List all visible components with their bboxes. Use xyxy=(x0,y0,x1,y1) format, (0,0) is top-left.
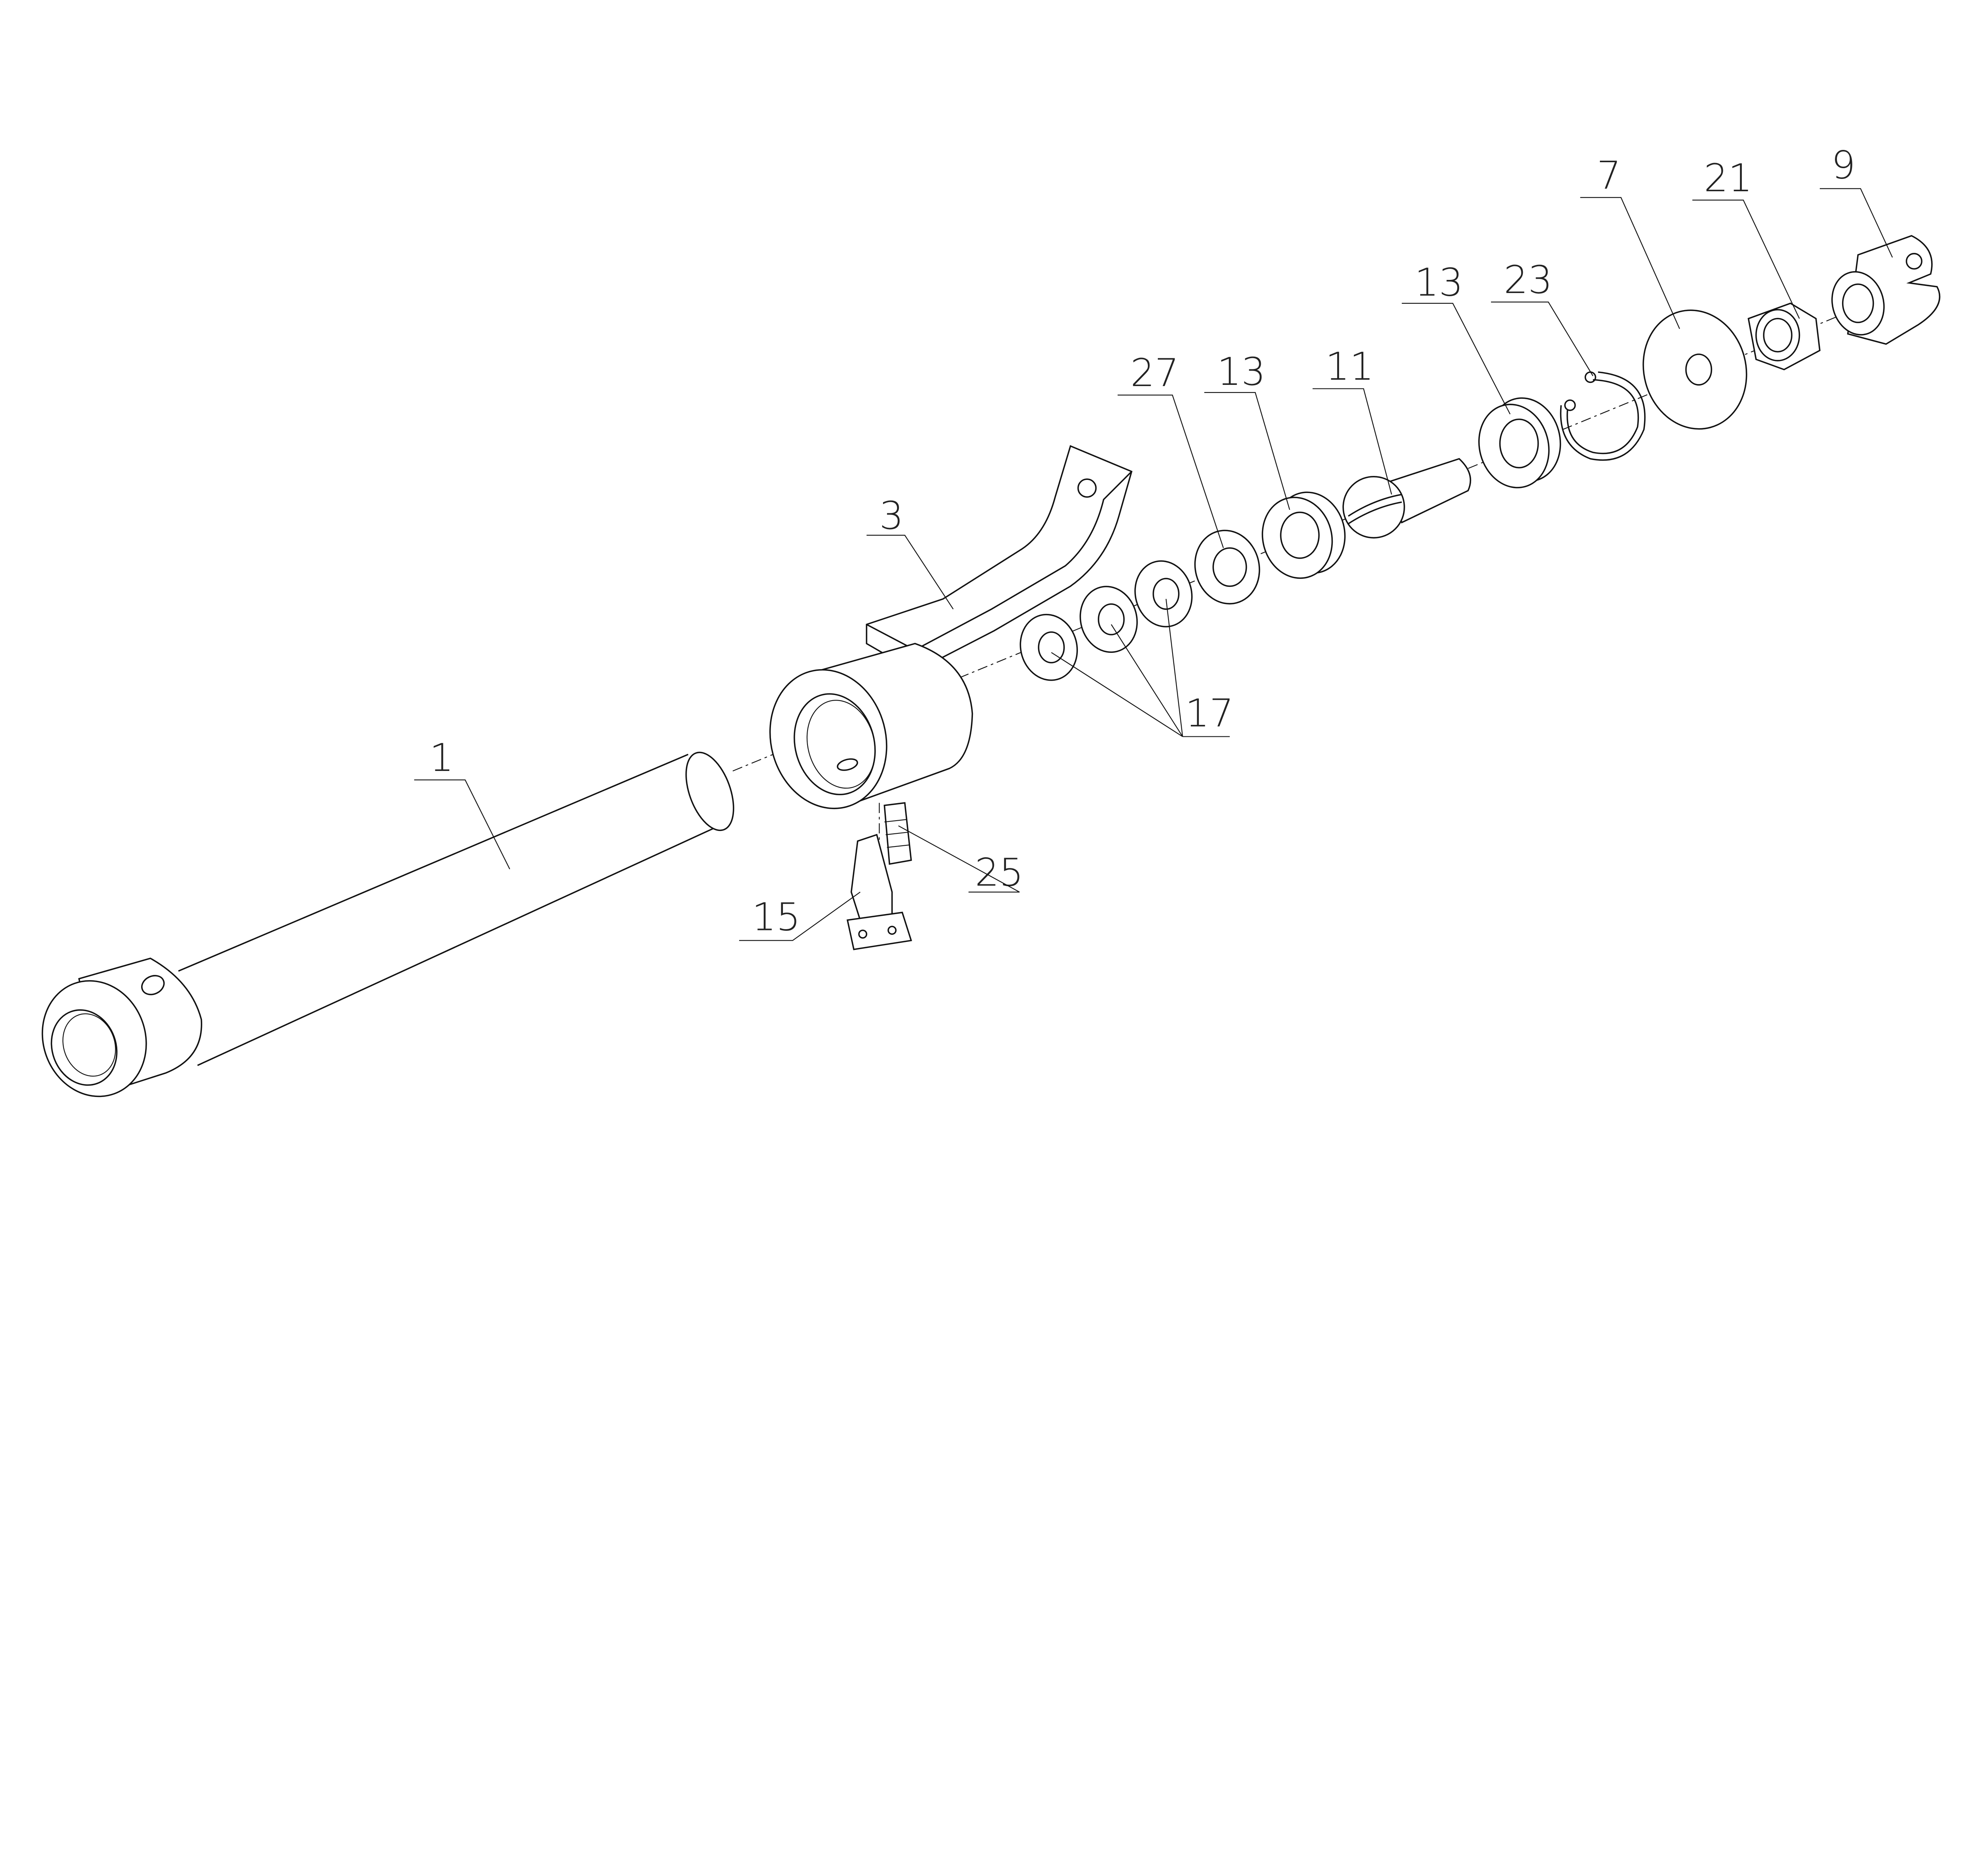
callout-label: 17 xyxy=(1185,691,1234,736)
callout-17: 17 xyxy=(1051,599,1234,737)
part-3-bracket xyxy=(769,445,1133,810)
callout-label: 13 xyxy=(1217,349,1266,394)
part-13-bearing-front xyxy=(1262,491,1346,579)
callout-23: 23 xyxy=(1491,258,1594,377)
callout-21: 21 xyxy=(1692,156,1800,319)
part-23-circlip xyxy=(1560,371,1646,461)
callout-label: 15 xyxy=(752,895,800,940)
callout-label: 25 xyxy=(975,850,1023,895)
callout-label: 9 xyxy=(1831,143,1856,188)
callout-7: 7 xyxy=(1580,153,1680,329)
callout-label: 21 xyxy=(1704,156,1752,200)
callout-25: 25 xyxy=(898,825,1023,895)
callout-1: 1 xyxy=(414,736,511,870)
callout-3: 3 xyxy=(866,493,954,610)
callout-label: 3 xyxy=(879,493,904,538)
part-25-grease-nipple xyxy=(883,802,912,865)
callout-label: 23 xyxy=(1504,258,1552,302)
part-15-fitting xyxy=(846,834,912,950)
part-13-bearing-rear xyxy=(1478,397,1561,489)
callout-15: 15 xyxy=(739,891,861,941)
part-17-washers xyxy=(1019,560,1193,681)
part-11-ball-pin xyxy=(1342,458,1472,539)
callout-11: 11 xyxy=(1312,344,1392,495)
callout-27: 27 xyxy=(1117,351,1224,548)
callout-label: 11 xyxy=(1325,344,1374,389)
part-9-yoke xyxy=(1831,235,1941,345)
part-27-washer xyxy=(1194,530,1260,605)
callouts: 1 3 7 9 11 13 13 15 17 21 23 25 27 xyxy=(414,143,1893,941)
callout-13a: 13 xyxy=(1204,349,1290,510)
part-1-tube xyxy=(41,751,734,1097)
part-21-nut xyxy=(1747,302,1821,371)
callout-label: 27 xyxy=(1130,351,1179,395)
part-7-washer xyxy=(1642,309,1747,430)
callout-label: 13 xyxy=(1415,260,1463,305)
callout-13b: 13 xyxy=(1402,260,1511,415)
callout-9: 9 xyxy=(1819,143,1893,258)
callout-label: 7 xyxy=(1597,153,1621,198)
callout-label: 1 xyxy=(429,736,454,780)
exploded-diagram: 1 3 7 9 11 13 13 15 17 21 23 25 27 xyxy=(41,143,1941,1097)
